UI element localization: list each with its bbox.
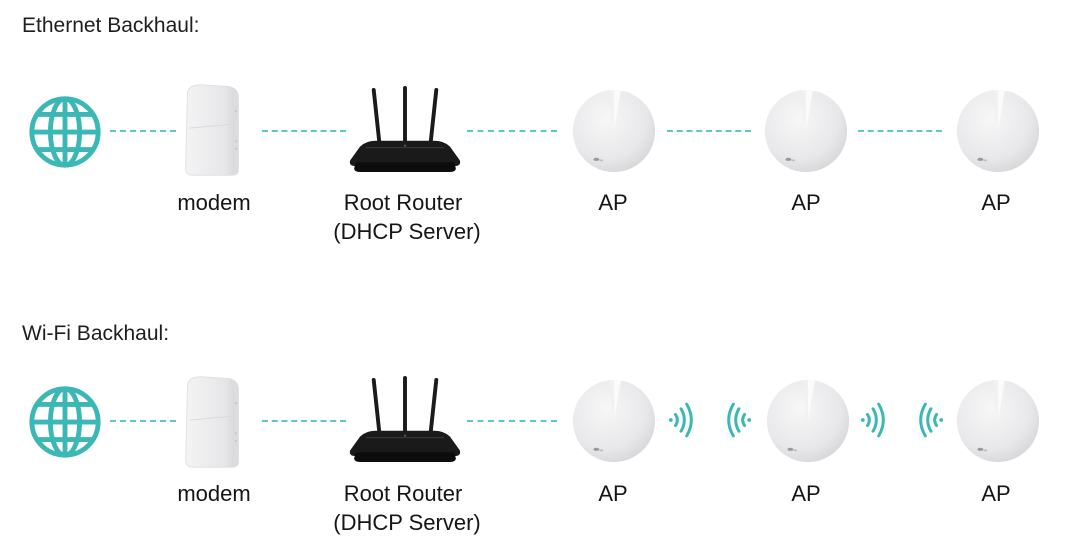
wired-link [262,420,346,422]
wireless-link [668,401,696,439]
router-icon [346,86,464,174]
deco-ap-icon [570,377,658,465]
router-icon [346,376,464,464]
ap-node-3 [954,377,1042,465]
ap-node-2 [764,377,852,465]
root-router-node [346,376,464,464]
wired-link [110,130,176,132]
ap-node-3 [954,87,1042,175]
globe-icon [26,383,104,461]
wifi-signal-right-icon [668,401,696,439]
internet-node [26,383,104,461]
wireless-link [916,401,944,439]
section-title-ethernet: Ethernet Backhaul: [22,14,200,37]
wired-link [110,420,176,422]
wired-link [858,130,942,132]
wifi-signal-left-icon [916,401,944,439]
wired-link [667,130,751,132]
modem-node [180,372,246,472]
ap-node-1 [570,87,658,175]
root-router-label: Root Router [343,481,463,506]
wifi-signal-right-icon [860,401,888,439]
deco-ap-icon [570,87,658,175]
deco-ap-icon [764,377,852,465]
ap-label-2: AP [791,190,821,215]
globe-icon [26,93,104,171]
root-router-node [346,86,464,174]
deco-ap-icon [954,377,1042,465]
wifi-signal-left-icon [724,401,752,439]
deco-ap-icon [762,87,850,175]
wired-link [467,130,557,132]
wired-link [262,130,346,132]
modem-node [180,80,246,180]
ap-label-1: AP [598,481,628,506]
ap-label-2: AP [791,481,821,506]
root-router-sublabel: (DHCP Server) [333,219,481,244]
wireless-link [860,401,888,439]
wireless-link [724,401,752,439]
modem-icon [180,372,246,472]
ap-node-2 [762,87,850,175]
deco-ap-icon [954,87,1042,175]
section-title-wifi: Wi-Fi Backhaul: [22,322,170,345]
root-router-sublabel: (DHCP Server) [333,510,481,535]
ap-label-1: AP [598,190,628,215]
ap-label-3: AP [981,190,1011,215]
modem-label: modem [177,190,251,215]
ap-node-1 [570,377,658,465]
modem-icon [180,80,246,180]
internet-node [26,93,104,171]
root-router-label: Root Router [343,190,463,215]
ap-label-3: AP [981,481,1011,506]
wired-link [467,420,557,422]
modem-label: modem [177,481,251,506]
